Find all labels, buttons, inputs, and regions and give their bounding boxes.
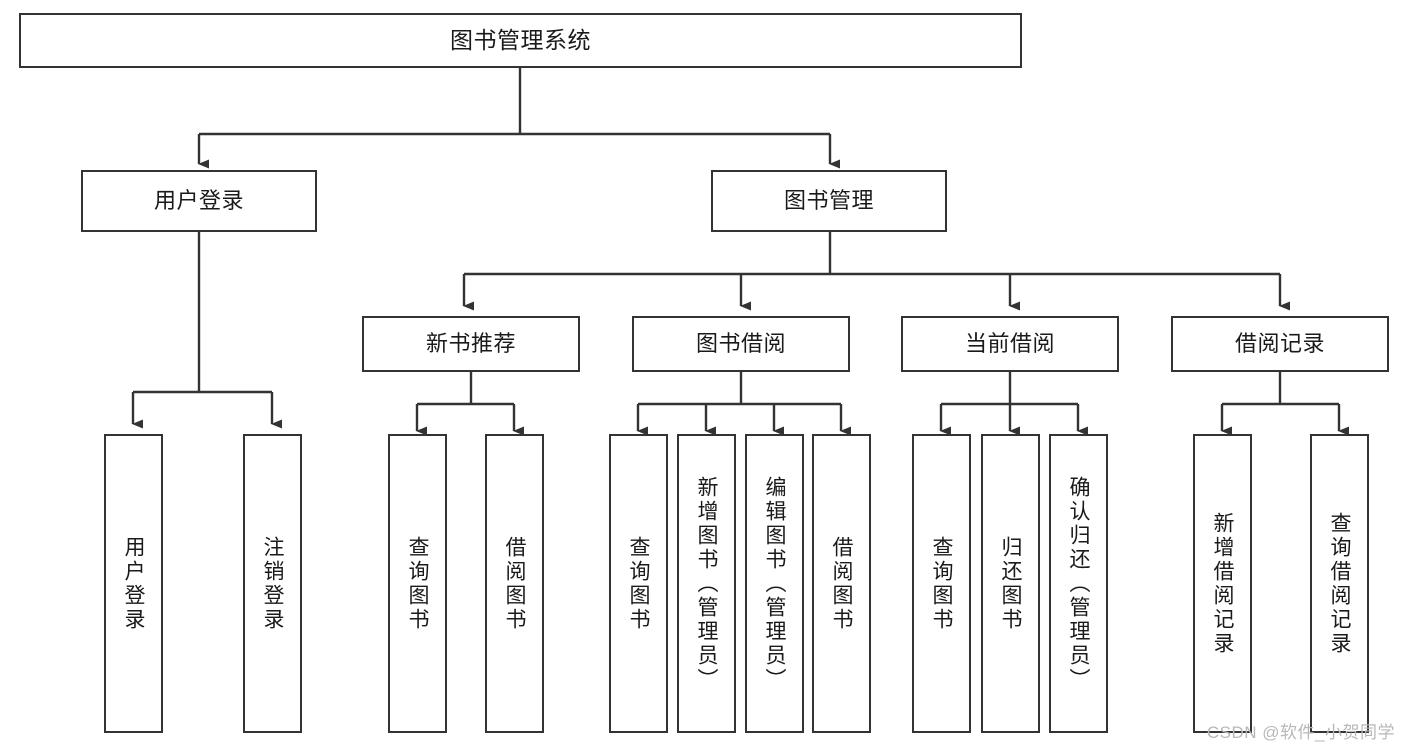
node-label: 新书推荐: [425, 331, 516, 357]
node-label: 查询图书: [930, 535, 953, 632]
node-label: 借阅记录: [1234, 331, 1325, 357]
node-label: 确认归还（管理员）: [1067, 475, 1090, 692]
leaf-book-borrow-query-book[interactable]: 查询图书: [609, 434, 668, 733]
watermark-text: CSDN @软件_小贺同学: [1206, 723, 1395, 742]
leaf-new-book-query-book[interactable]: 查询图书: [388, 434, 447, 733]
leaf-current-borrow-query-book[interactable]: 查询图书: [912, 434, 971, 733]
node-new-book-recommend[interactable]: 新书推荐: [362, 316, 580, 372]
node-label: 归还图书: [999, 535, 1022, 632]
node-user-login[interactable]: 用户登录: [81, 170, 317, 232]
node-label: 图书管理系统: [450, 26, 591, 53]
node-label: 编辑图书（管理员）: [763, 475, 786, 692]
leaf-book-borrow-add-book-admin[interactable]: 新增图书（管理员）: [677, 434, 736, 733]
node-borrow-record[interactable]: 借阅记录: [1171, 316, 1389, 372]
node-label: 借阅图书: [503, 535, 526, 632]
node-label: 用户登录: [122, 535, 145, 632]
node-book-management[interactable]: 图书管理: [711, 170, 947, 232]
node-label: 注销登录: [261, 535, 284, 632]
node-book-borrow[interactable]: 图书借阅: [632, 316, 850, 372]
leaf-book-borrow-borrow-book[interactable]: 借阅图书: [812, 434, 871, 733]
leaf-borrow-record-add-record[interactable]: 新增借阅记录: [1193, 434, 1252, 733]
leaf-new-book-borrow-book[interactable]: 借阅图书: [485, 434, 544, 733]
node-label: 新增借阅记录: [1211, 511, 1234, 656]
node-label: 查询图书: [627, 535, 650, 632]
leaf-user-login-logout[interactable]: 注销登录: [243, 434, 302, 733]
node-label: 用户登录: [153, 188, 244, 214]
node-current-borrow[interactable]: 当前借阅: [901, 316, 1119, 372]
node-label: 图书借阅: [695, 331, 786, 357]
leaf-user-login-login[interactable]: 用户登录: [104, 434, 163, 733]
leaf-borrow-record-query-record[interactable]: 查询借阅记录: [1310, 434, 1369, 733]
node-root-book-management-system[interactable]: 图书管理系统: [19, 13, 1022, 68]
node-label: 查询图书: [406, 535, 429, 632]
leaf-current-borrow-confirm-return-admin[interactable]: 确认归还（管理员）: [1049, 434, 1108, 733]
leaf-current-borrow-return-book[interactable]: 归还图书: [981, 434, 1040, 733]
node-label: 查询借阅记录: [1328, 511, 1351, 656]
node-label: 借阅图书: [830, 535, 853, 632]
leaf-book-borrow-edit-book-admin[interactable]: 编辑图书（管理员）: [745, 434, 804, 733]
node-label: 图书管理: [783, 188, 874, 214]
node-label: 新增图书（管理员）: [695, 475, 718, 692]
node-label: 当前借阅: [964, 331, 1055, 357]
